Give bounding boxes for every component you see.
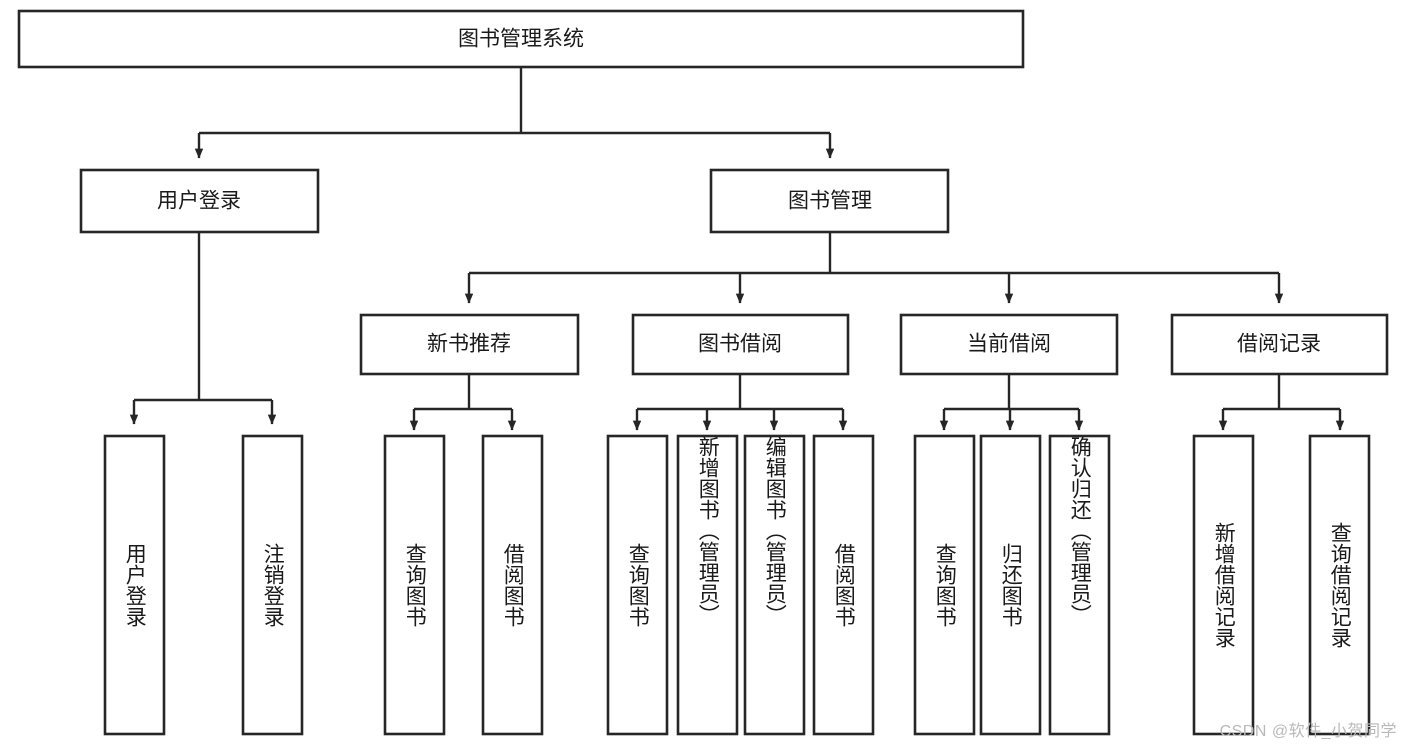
node-new-book-recommend[interactable]: 新书推荐: [359, 313, 580, 376]
leaf-borrow-record-2[interactable]: 查询借阅记录: [1308, 434, 1371, 736]
connector-group-borrow-record: [1218, 374, 1345, 431]
leaf-borrow-record-1-label: 新增借阅记录: [1212, 522, 1236, 648]
node-book-manage-label: 图书管理: [788, 190, 872, 213]
leaf-borrow-book-1[interactable]: 查询图书: [606, 434, 669, 736]
connector-group-user-login: [129, 232, 277, 425]
leaf-new-book-2[interactable]: 借阅图书: [481, 434, 544, 736]
leaf-new-book-1[interactable]: 查询图书: [383, 434, 446, 736]
node-root[interactable]: 图书管理系统: [17, 9, 1025, 69]
node-book-manage[interactable]: 图书管理: [709, 168, 950, 234]
leaf-borrow-book-3-label: 编辑图书（管理员）: [763, 436, 787, 625]
node-borrow-record[interactable]: 借阅记录: [1170, 313, 1389, 376]
leaf-current-borrow-1[interactable]: 查询图书: [913, 434, 976, 736]
leaf-current-borrow-3[interactable]: 确认归还（管理员）: [1048, 434, 1111, 736]
leaf-user-login-2-label: 注销登录: [261, 543, 285, 627]
node-book-borrow[interactable]: 图书借阅: [631, 313, 850, 376]
leaf-current-borrow-2-label: 归还图书: [999, 543, 1023, 627]
connector-group-current-borrow: [939, 374, 1084, 431]
leaf-new-book-1-label: 查询图书: [403, 543, 427, 627]
connector-group-book-manage: [464, 232, 1284, 304]
node-borrow-record-label: 借阅记录: [1237, 333, 1321, 356]
leaf-borrow-record-1[interactable]: 新增借阅记录: [1192, 434, 1255, 736]
leaf-current-borrow-1-label: 查询图书: [933, 543, 957, 627]
leaf-borrow-book-4[interactable]: 借阅图书: [812, 434, 875, 736]
leaf-current-borrow-3-label: 确认归还（管理员）: [1068, 436, 1092, 625]
leaf-new-book-2-label: 借阅图书: [501, 543, 525, 627]
node-user-login-label: 用户登录: [157, 190, 241, 213]
leaf-user-login-1[interactable]: 用户登录: [103, 434, 166, 736]
node-current-borrow-label: 当前借阅: [967, 333, 1051, 356]
leaf-user-login-2[interactable]: 注销登录: [241, 434, 304, 736]
leaf-borrow-book-2[interactable]: 新增图书（管理员）: [676, 434, 739, 736]
node-root-label: 图书管理系统: [458, 28, 584, 51]
node-book-borrow-label: 图书借阅: [698, 333, 782, 356]
csdn-watermark: CSDN @软件_小贺同学: [1219, 723, 1397, 740]
connector-group-borrow-book: [632, 374, 848, 431]
leaf-borrow-book-4-label: 借阅图书: [832, 543, 856, 627]
leaf-borrow-book-3[interactable]: 编辑图书（管理员）: [743, 434, 806, 736]
leaf-current-borrow-2[interactable]: 归还图书: [979, 434, 1042, 736]
connector-group-new-book: [409, 374, 517, 431]
leaf-borrow-book-1-label: 查询图书: [626, 543, 650, 627]
node-user-login[interactable]: 用户登录: [79, 168, 320, 234]
connector-group-root: [194, 67, 835, 159]
leaf-borrow-book-2-label: 新增图书（管理员）: [696, 436, 720, 625]
leaf-user-login-1-label: 用户登录: [123, 543, 147, 627]
leaf-borrow-record-2-label: 查询借阅记录: [1328, 522, 1352, 648]
node-new-book-recommend-label: 新书推荐: [427, 333, 511, 356]
node-current-borrow[interactable]: 当前借阅: [899, 313, 1119, 376]
